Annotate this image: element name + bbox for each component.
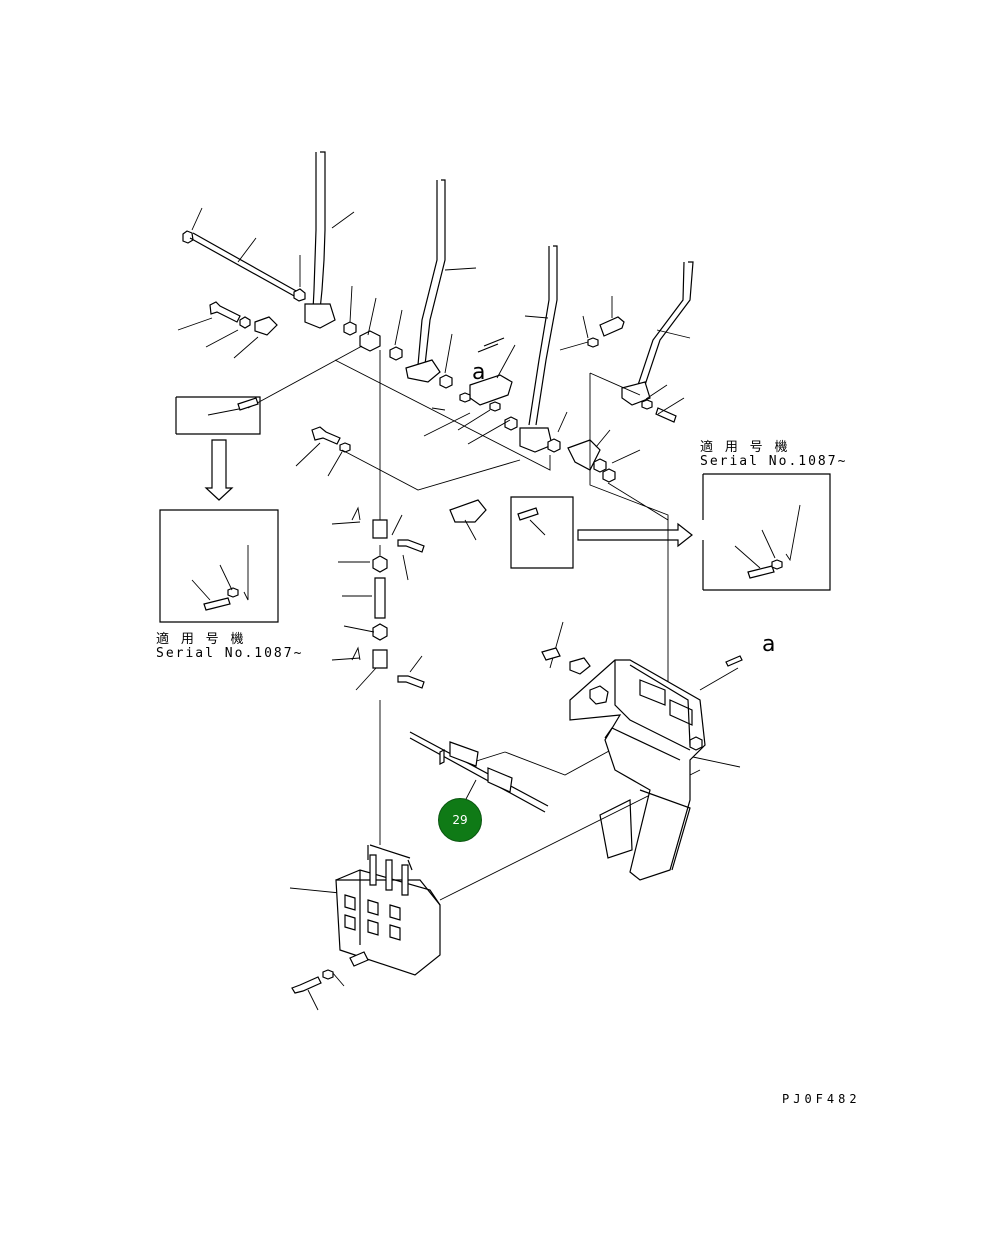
- upper-fasteners: [209, 301, 625, 523]
- linkage-rod: [409, 731, 549, 813]
- note-right-line1: 適 用 号 機: [700, 440, 790, 455]
- leader-lines: [177, 207, 741, 1011]
- note-left-line1: 適 用 号 機: [156, 632, 246, 647]
- arrows: [204, 439, 693, 548]
- lever-3: [504, 245, 561, 453]
- lever-4: [621, 261, 694, 423]
- detail-boxes: [159, 396, 831, 623]
- lever-bracket: [541, 647, 743, 881]
- note-left-line2: Serial No.1087~: [156, 646, 304, 661]
- cross-shaft: [182, 230, 306, 302]
- reference-lines: [247, 341, 701, 901]
- drawing-code: PJ0F482: [782, 1092, 861, 1106]
- rod-chain: [351, 350, 425, 845]
- marker-a-right: a: [762, 632, 776, 657]
- marker-a-top: a: [472, 360, 486, 385]
- note-right-line2: Serial No.1087~: [700, 454, 848, 469]
- part-callout-29[interactable]: 29: [438, 798, 482, 842]
- control-valve: [291, 844, 441, 994]
- lever-2: [389, 179, 453, 389]
- lever-1: [304, 151, 381, 352]
